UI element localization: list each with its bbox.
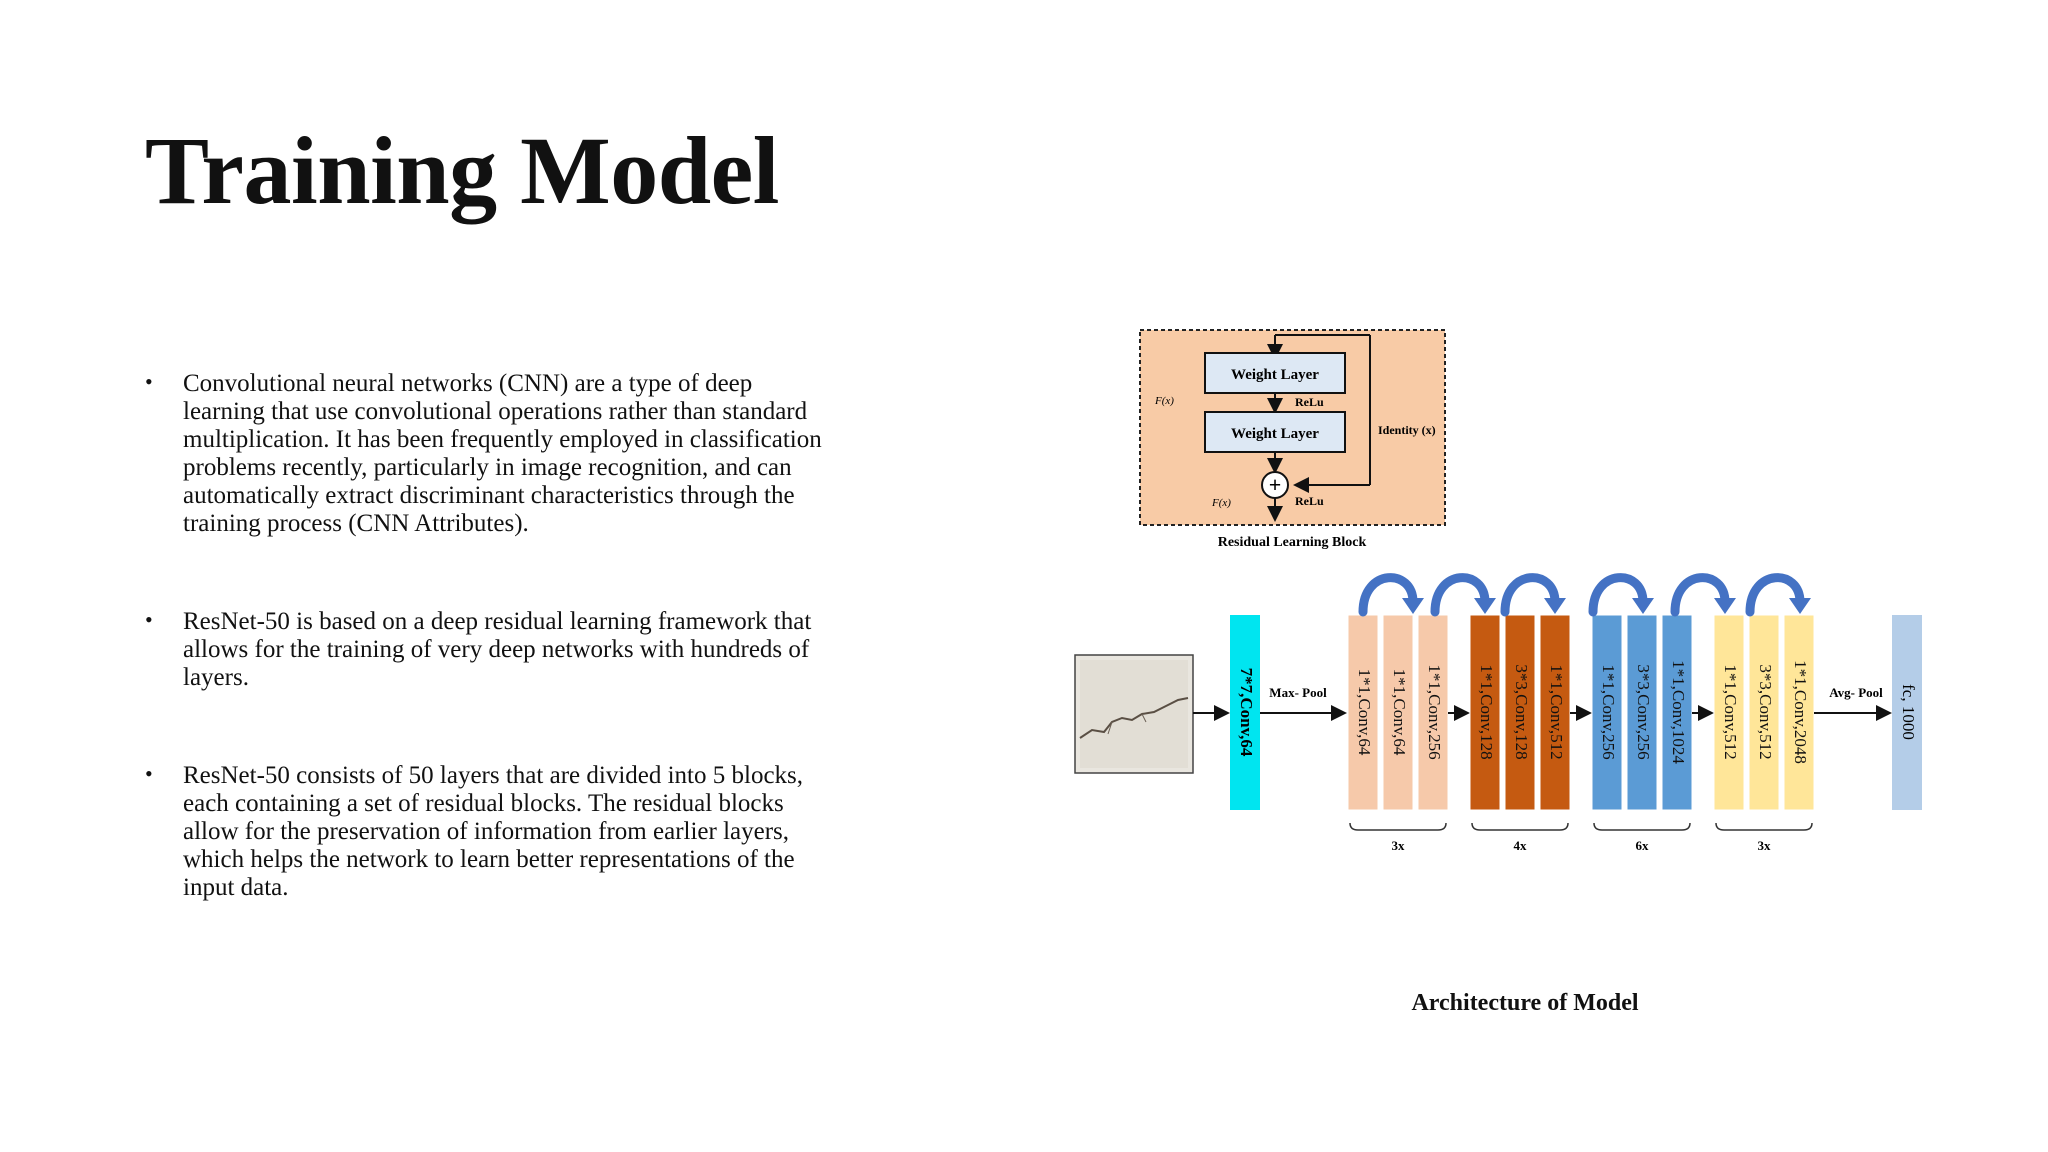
- conv-layer: [1469, 614, 1501, 811]
- conv-layer: [1504, 614, 1536, 811]
- conv-layer: [1661, 614, 1693, 811]
- bullet-text: ResNet-50 consists of 50 layers that are…: [183, 762, 804, 901]
- relu-label: ReLu: [1295, 395, 1324, 409]
- plus-sign: +: [1269, 472, 1282, 497]
- architecture-figure: Weight Layer ReLu Weight Layer + ReLu F(…: [1070, 320, 1930, 880]
- repeat-label: 4x: [1514, 838, 1528, 853]
- conv-layer: [1783, 614, 1815, 811]
- stage-block: 1*1,Conv,256 3*3,Conv,256 1*1,Conv,1024 …: [1588, 573, 1736, 853]
- max-pool-label: Max- Pool: [1269, 685, 1327, 700]
- conv-layer-label: 1*1,Conv,64: [1355, 669, 1374, 756]
- skip-connection-arrow-icon: [1358, 573, 1418, 617]
- slide-title: Training Model: [145, 117, 779, 224]
- conv-layer-label: 3*3,Conv,256: [1634, 664, 1653, 759]
- weight-layer-label: Weight Layer: [1231, 367, 1319, 383]
- conv-layer-label: 3*3,Conv,128: [1512, 664, 1531, 759]
- fc-layer: [1892, 615, 1922, 810]
- repeat-label: 3x: [1758, 838, 1772, 853]
- conv-layer-label: 1*1,Conv,256: [1599, 664, 1618, 759]
- conv-layer-label: 1*1,Conv,512: [1547, 664, 1566, 759]
- conv-layer: [1347, 614, 1379, 811]
- skip-arrowhead-icon: [1632, 598, 1654, 614]
- skip-connection-arrow-icon: [1670, 573, 1730, 617]
- bullet-item: • ResNet-50 is based on a deep residual …: [145, 607, 825, 692]
- bullet-item: • Convolutional neural networks (CNN) ar…: [145, 369, 825, 538]
- bullet-item: • ResNet-50 consists of 50 layers that a…: [145, 761, 825, 902]
- bullet-dot-icon: •: [145, 607, 153, 632]
- avg-pool-label: Avg- Pool: [1829, 685, 1883, 700]
- bullet-text: ResNet-50 is based on a deep residual le…: [183, 608, 812, 691]
- skip-connection-arrow-icon: [1588, 573, 1648, 617]
- conv-layer-label: 1*1,Conv,2048: [1791, 660, 1810, 764]
- first-conv-label: 7*7,Conv,64: [1237, 668, 1256, 757]
- residual-learning-block: Weight Layer ReLu Weight Layer + ReLu F(…: [1139, 329, 1446, 550]
- skip-arrowhead-icon: [1789, 598, 1811, 614]
- relu-label: ReLu: [1295, 494, 1324, 508]
- weight-layer-label: Weight Layer: [1231, 426, 1319, 442]
- conv-layer: [1539, 614, 1571, 811]
- first-conv-layer: [1230, 615, 1260, 810]
- architecture-diagram: Weight Layer ReLu Weight Layer + ReLu F(…: [1074, 329, 1922, 853]
- conv-layer-label: 1*1,Conv,64: [1390, 669, 1409, 756]
- stage-block: 1*1,Conv,512 3*3,Conv,512 1*1,Conv,2048 …: [1713, 573, 1815, 853]
- conv-layer-label: 1*1,Conv,512: [1721, 664, 1740, 759]
- skip-connection-arrow-icon: [1500, 573, 1560, 617]
- conv-layer-label: 1*1,Conv,256: [1425, 664, 1444, 759]
- conv-layer: [1382, 614, 1414, 811]
- weight-layer-box: [1204, 352, 1346, 394]
- bullet-list: • Convolutional neural networks (CNN) ar…: [145, 369, 825, 902]
- identity-label: Identity (x): [1378, 423, 1436, 437]
- fc-label: fc, 1000: [1899, 684, 1918, 740]
- bullet-text: Convolutional neural networks (CNN) are …: [183, 370, 822, 537]
- skip-arrowhead-icon: [1544, 598, 1566, 614]
- conv-layer: [1417, 614, 1449, 811]
- skip-arrowhead-icon: [1474, 598, 1496, 614]
- conv-layer: [1626, 614, 1658, 811]
- residual-block-caption: Residual Learning Block: [1218, 535, 1367, 550]
- input-crack-image: [1074, 654, 1194, 774]
- repeat-label: 6x: [1636, 838, 1650, 853]
- fx-label: F(x): [1211, 497, 1231, 509]
- weight-layer-box: [1204, 411, 1346, 453]
- conv-layer-label: 1*1,Conv,1024: [1669, 660, 1688, 764]
- conv-layer-label: 1*1,Conv,128: [1477, 664, 1496, 759]
- conv-layer: [1748, 614, 1780, 811]
- conv-layer: [1713, 614, 1745, 811]
- figure-caption: Architecture of Model: [1411, 990, 1639, 1016]
- skip-arrowhead-icon: [1714, 598, 1736, 614]
- conv-layer-label: 3*3,Conv,512: [1756, 664, 1775, 759]
- fx-label: F(x): [1154, 395, 1174, 407]
- repeat-label: 3x: [1392, 838, 1406, 853]
- skip-arrowhead-icon: [1402, 598, 1424, 614]
- stage-block: 1*1,Conv,128 3*3,Conv,128 1*1,Conv,512 4…: [1430, 573, 1571, 853]
- skip-connection-arrow-icon: [1745, 573, 1805, 617]
- bullet-dot-icon: •: [145, 761, 153, 786]
- skip-connection-arrow-icon: [1430, 573, 1490, 617]
- stage-block: 1*1,Conv,64 1*1,Conv,64 1*1,Conv,256 3x: [1347, 573, 1449, 853]
- bullet-dot-icon: •: [145, 369, 153, 394]
- conv-layer: [1591, 614, 1623, 811]
